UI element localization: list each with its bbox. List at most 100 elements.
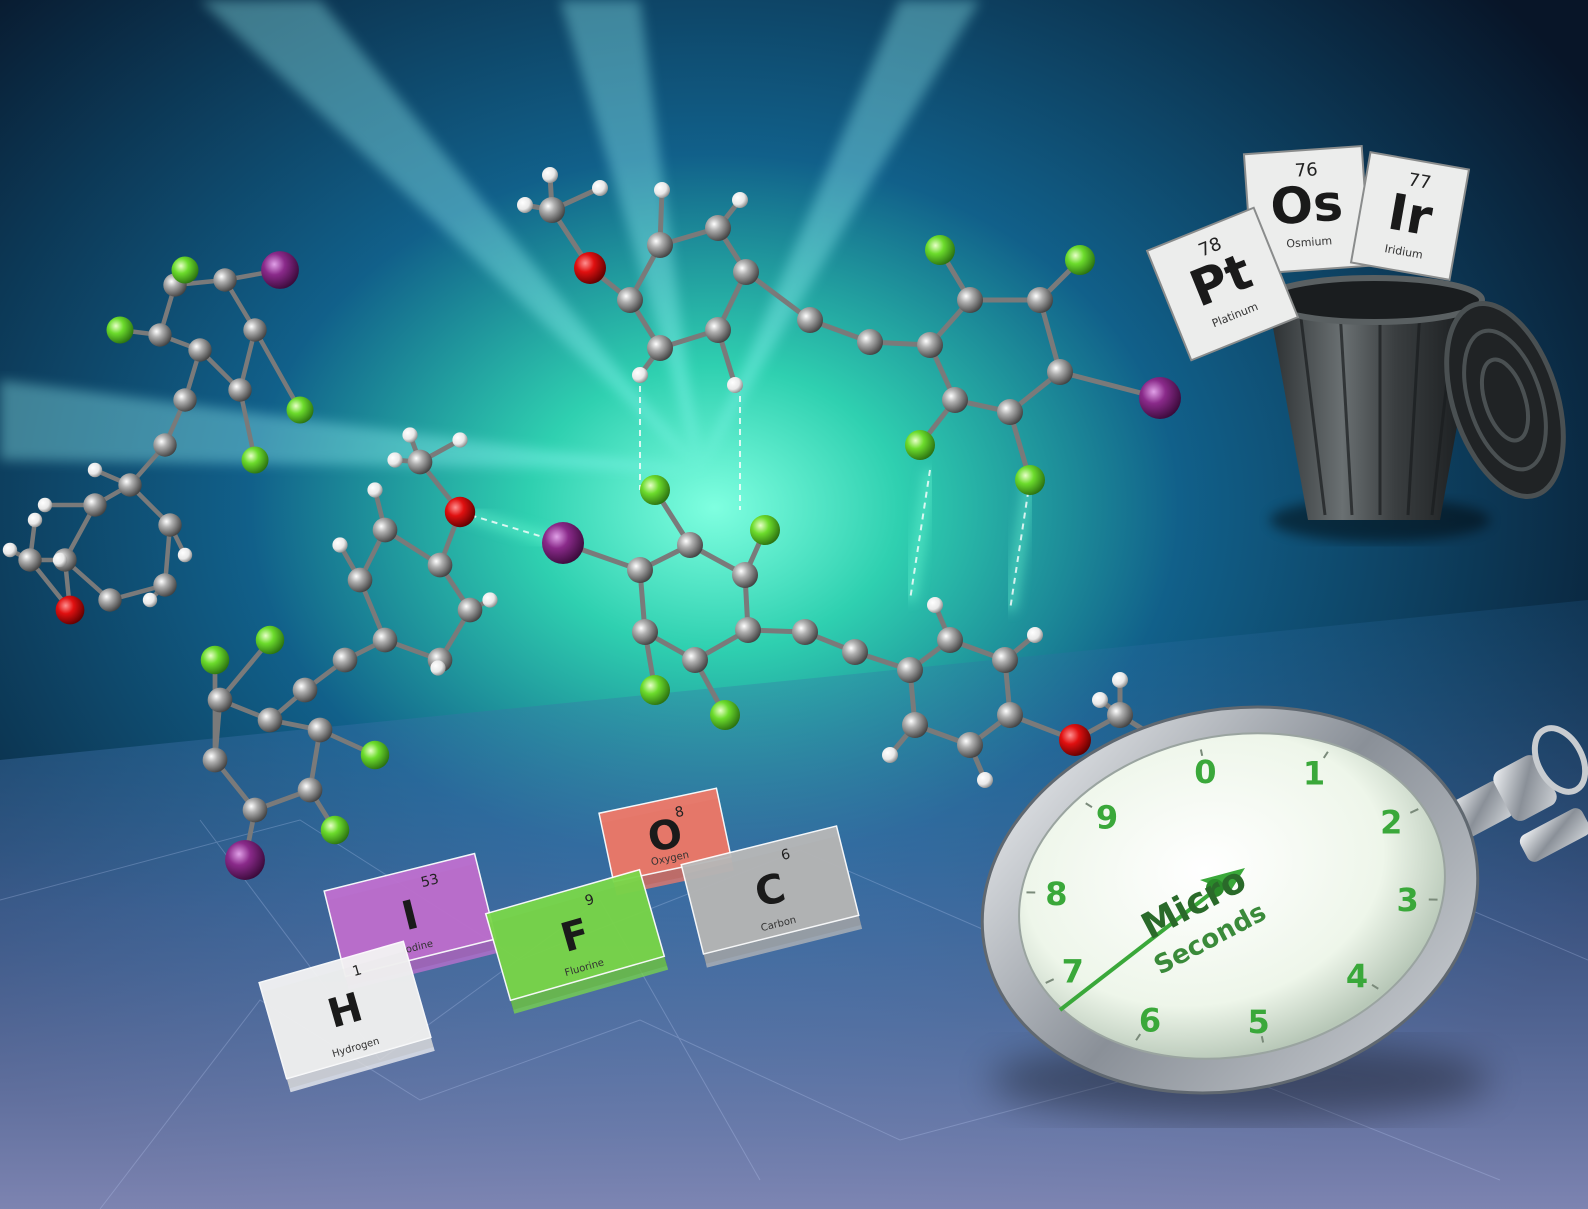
molecule-far-left-oxygen-atom [55, 595, 85, 625]
molecule-upper-hydrogen-atom [732, 192, 748, 208]
molecule-far-left-carbon-atom [18, 548, 42, 572]
tile-number: 76 [1294, 159, 1318, 182]
trash-can-lid [1444, 301, 1566, 499]
molecule-upper-carbon-atom [942, 387, 968, 413]
molecule-center-fluorine-atom [640, 475, 670, 505]
molecule-left-hydrogen-atom [452, 432, 468, 448]
molecule-left-carbon-atom [332, 647, 358, 673]
dial-tick [1322, 751, 1329, 759]
molecule-left-carbon-atom [242, 797, 268, 823]
tile-number: 77 [1406, 169, 1432, 194]
molecule-upper-carbon-atom [647, 335, 673, 361]
molecule-far-left-fluorine-atom [171, 256, 199, 284]
molecule-far-left-bond [252, 327, 303, 413]
molecule-far-left-hydrogen-atom [2, 542, 18, 558]
molecule-far-left-carbon-atom [118, 473, 142, 497]
molecule-far-left-carbon-atom [98, 588, 122, 612]
molecule-center-fluorine-atom [750, 515, 780, 545]
molecule-center-carbon-atom [957, 732, 983, 758]
halogen-bond-glow [1005, 479, 1035, 611]
molecule-left-hydrogen-atom [367, 482, 383, 498]
molecule-upper-hydrogen-atom [542, 167, 558, 183]
dial-number: 5 [1247, 1003, 1269, 1041]
molecule-upper-carbon-atom [647, 232, 673, 258]
molecule-far-left-iodine-atom [261, 251, 299, 289]
molecule-upper-carbon-atom [857, 329, 883, 355]
dial-number: 9 [1096, 799, 1118, 837]
molecule-left-carbon-atom [407, 449, 433, 475]
molecule-center-carbon-atom [632, 619, 658, 645]
trash-can [1263, 275, 1566, 542]
dial-number: 6 [1139, 1001, 1161, 1039]
molecule-upper-fluorine-atom [1065, 245, 1095, 275]
molecule-center-carbon-atom [992, 647, 1018, 673]
molecule-center-fluorine-atom [710, 700, 740, 730]
molecule-left-carbon-atom [297, 777, 323, 803]
stopwatch-hand-tip [1200, 868, 1245, 892]
dial-tick [1409, 808, 1419, 814]
molecule-upper-fluorine-atom [905, 430, 935, 460]
molecule-left-hydrogen-atom [430, 660, 446, 676]
molecule-center-carbon-atom [1107, 702, 1133, 728]
tile-number: 8 [673, 804, 685, 822]
dial-number: 2 [1380, 804, 1402, 842]
molecule-upper-fluorine-atom [1015, 465, 1045, 495]
molecule-center-carbon-atom [897, 657, 923, 683]
molecule-far-left-carbon-atom [158, 513, 182, 537]
molecule-far-left-hydrogen-atom [142, 592, 158, 608]
molecule-far-left-fluorine-atom [106, 316, 134, 344]
molecule-center-carbon-atom [792, 619, 818, 645]
molecule-upper-carbon-atom [957, 287, 983, 313]
molecule-center-hydrogen-atom [977, 772, 993, 788]
molecule-left-fluorine-atom [255, 625, 285, 655]
atoms [2, 167, 1181, 880]
molecule-upper-fluorine-atom [925, 235, 955, 265]
molecule-center-hydrogen-atom [1092, 692, 1108, 708]
tile-number: 53 [419, 871, 440, 891]
molecule-left-carbon-atom [347, 567, 373, 593]
molecule-upper-hydrogen-atom [632, 367, 648, 383]
dial-number: 7 [1062, 952, 1084, 990]
molecule-upper-iodine-atom [1139, 377, 1181, 419]
dial-tick [1199, 749, 1204, 756]
molecule-left-carbon-atom [257, 707, 283, 733]
molecule-left-hydrogen-atom [332, 537, 348, 553]
molecule-far-left-carbon-atom [173, 388, 197, 412]
molecule-far-left-hydrogen-atom [27, 512, 43, 528]
molecule-upper-carbon-atom [1047, 359, 1073, 385]
dial-tick [1085, 802, 1093, 809]
dial-number: 1 [1303, 755, 1325, 793]
halogen-bond-glow [905, 469, 935, 601]
molecule-center-carbon-atom [842, 639, 868, 665]
molecule-upper-hydrogen-atom [517, 197, 533, 213]
molecule-left-carbon-atom [457, 597, 483, 623]
molecule-center-carbon-atom [997, 702, 1023, 728]
molecule-center-carbon-atom [682, 647, 708, 673]
molecule-center-hydrogen-atom [882, 747, 898, 763]
molecule-left-carbon-atom [307, 717, 333, 743]
stopwatch-hand [1058, 888, 1217, 1012]
molecule-left-hydrogen-atom [402, 427, 418, 443]
dial-number: 8 [1045, 875, 1067, 913]
molecule-left-hydrogen-atom [482, 592, 498, 608]
molecule-center-carbon-atom [732, 562, 758, 588]
tile-name: Osmium [1286, 234, 1333, 250]
molecule-center-hydrogen-atom [1027, 627, 1043, 643]
molecule-center-carbon-atom [902, 712, 928, 738]
molecule-left-carbon-atom [202, 747, 228, 773]
tile-number: 1 [351, 962, 364, 980]
molecule-upper-carbon-atom [705, 317, 731, 343]
molecule-far-left-hydrogen-atom [87, 462, 103, 478]
molecule-left-carbon-atom [427, 552, 453, 578]
molecule-center-carbon-atom [735, 617, 761, 643]
stopwatch-hub [1206, 879, 1224, 897]
molecule-upper-carbon-atom [733, 259, 759, 285]
molecule-upper-carbon-atom [917, 332, 943, 358]
